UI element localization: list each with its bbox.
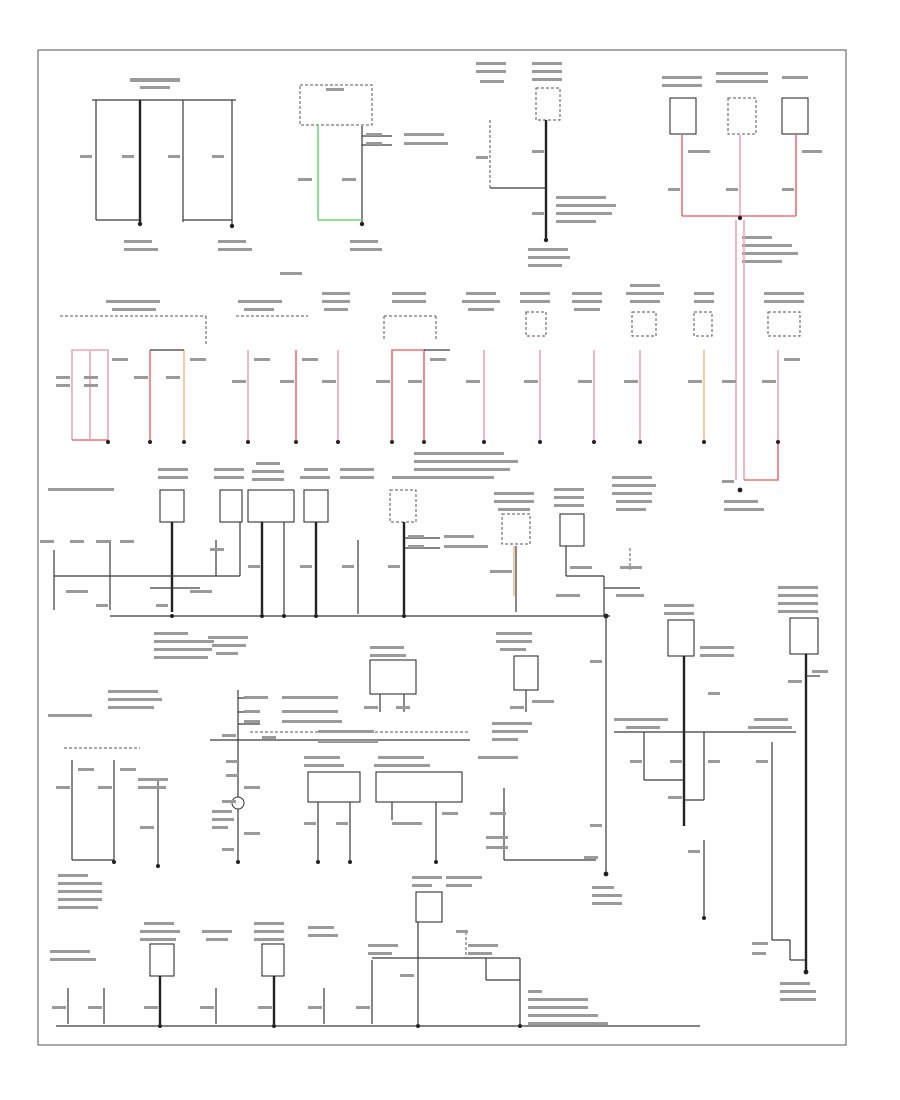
diagram-border: [37, 49, 847, 1046]
row2-right-group: [462, 284, 804, 511]
row4-center-splice-group: [210, 690, 470, 864]
row3-left-group: [40, 452, 610, 619]
row4-right-group: [614, 586, 828, 1001]
top-left-ground-group: [80, 78, 252, 251]
row5-bottom-group: [50, 876, 700, 1028]
row4-modules-group: [304, 632, 598, 864]
row2-instrument-group: [56, 300, 207, 444]
row2-middle-group: [232, 292, 450, 444]
top-center-sensor-group: [476, 62, 616, 267]
row4-left-group: [48, 632, 248, 909]
row3-right-group: [490, 476, 656, 616]
top-middle-module-group: [280, 84, 448, 275]
row4-main-ground-group: [590, 618, 622, 905]
top-right-module-group: [662, 72, 822, 480]
